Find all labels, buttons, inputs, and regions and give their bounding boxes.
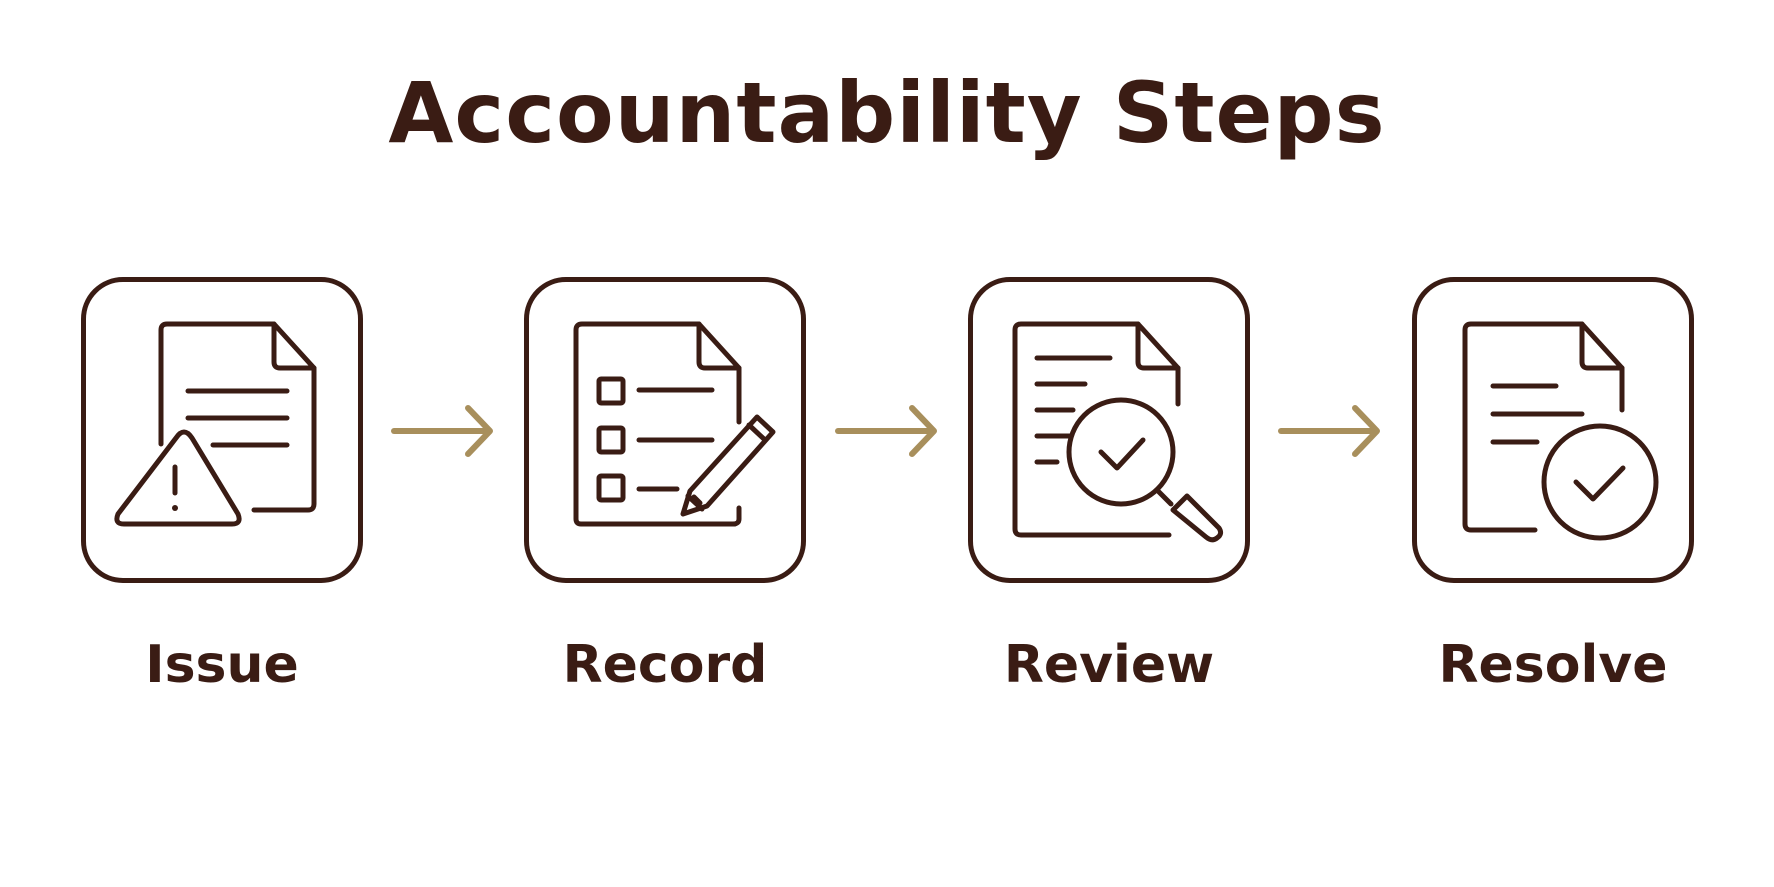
- step-record-box: [524, 277, 806, 583]
- checklist-pencil-icon: [573, 321, 776, 527]
- document-warning-icon: [114, 321, 317, 527]
- step-issue-box: [81, 277, 363, 583]
- document-magnifier-check-icon: [1012, 321, 1224, 543]
- step-issue-label: Issue: [145, 635, 299, 695]
- diagram-title: Accountability Steps: [388, 64, 1386, 162]
- arrow-right-icon: [1277, 400, 1385, 462]
- arrow-right-icon: [834, 400, 942, 462]
- step-review-label: Review: [1003, 635, 1215, 695]
- document-check-icon: [1462, 321, 1659, 541]
- step-resolve-box: [1412, 277, 1694, 583]
- step-review-box: [968, 277, 1250, 583]
- step-resolve-label: Resolve: [1438, 635, 1668, 695]
- arrow-right-icon: [390, 400, 498, 462]
- step-record-label: Record: [562, 635, 768, 695]
